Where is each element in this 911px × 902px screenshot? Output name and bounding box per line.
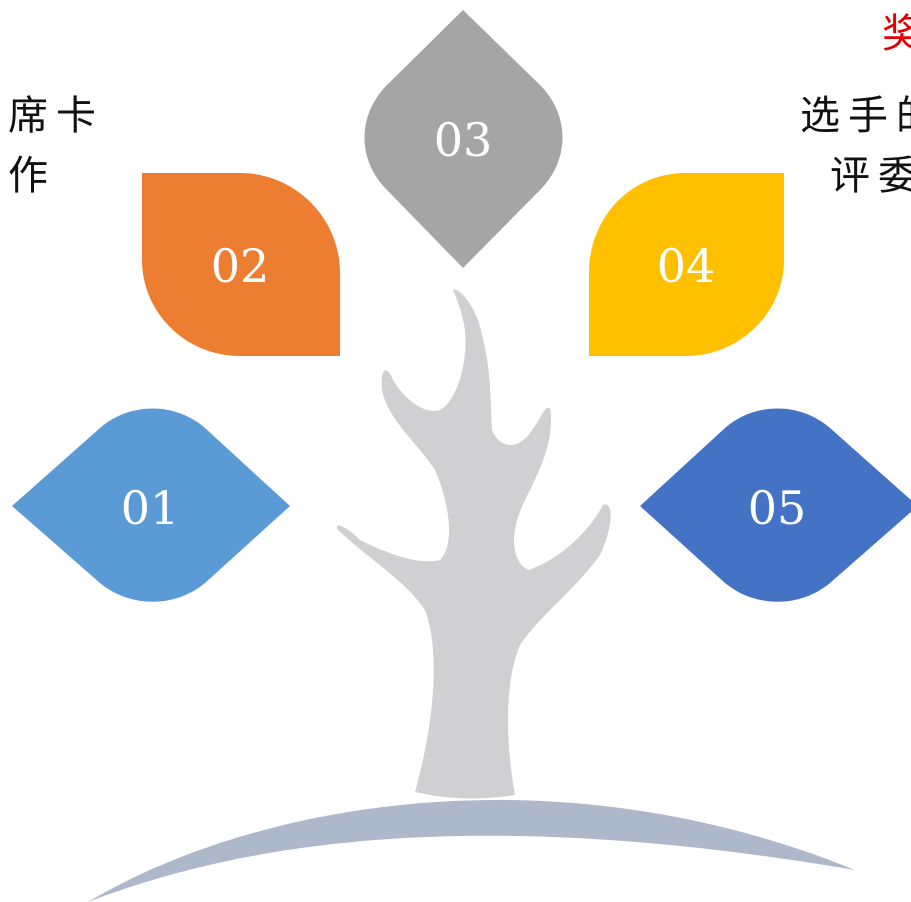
right-text-line-2: 评委	[830, 153, 911, 199]
leaf-label-03: 03	[434, 113, 493, 167]
tree-trunk	[336, 289, 611, 799]
leaf-03	[364, 10, 563, 268]
leaf-label-04: 04	[657, 239, 716, 293]
leaf-04	[589, 173, 784, 356]
right-text-clip: 选手的 评委 奖	[800, 0, 911, 902]
ground-arc	[88, 799, 855, 902]
leaf-01	[12, 408, 290, 602]
leaf-02	[142, 173, 340, 356]
right-text-line-1: 选手的	[800, 93, 911, 139]
left-text-line-2: 作	[8, 153, 56, 199]
leaf-05	[640, 408, 911, 602]
left-text-line-1: 席卡	[8, 93, 104, 139]
corner-title-text: 奖	[882, 11, 911, 57]
leaf-label-05: 05	[748, 481, 807, 535]
leaf-label-02: 02	[211, 239, 270, 293]
leaf-label-01: 01	[121, 481, 180, 535]
